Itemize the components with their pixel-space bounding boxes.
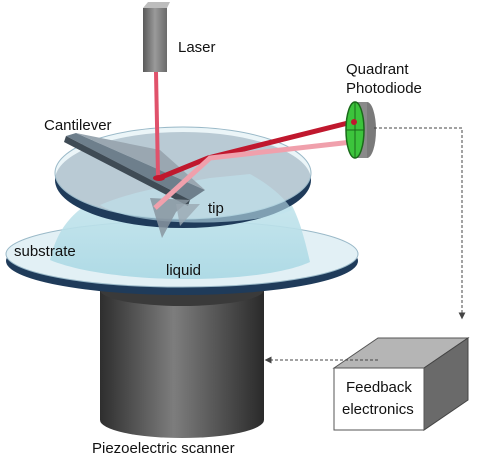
cantilever [64,133,205,238]
label-electronics: electronics [342,401,414,418]
label-piezo-scanner: Piezoelectric scanner [92,440,235,457]
label-photodiode: Photodiode [346,80,422,97]
incident-beam [154,71,160,177]
laser-source [143,2,170,72]
label-tip: tip [208,200,224,217]
liquid-under-disc [100,174,292,223]
signal-path-photodiode-to-feedback [374,127,466,320]
piezo-scanner [100,274,264,438]
label-cantilever: Cantilever [44,117,112,134]
label-laser: Laser [178,39,216,56]
label-feedback: Feedback [346,379,412,396]
feedback-electronics-box [332,337,470,431]
quadrant-photodiode [345,101,376,159]
label-liquid: liquid [166,262,201,279]
label-substrate: substrate [14,243,76,260]
reflected-beam-light [153,139,353,210]
label-quadrant: Quadrant [346,61,409,78]
